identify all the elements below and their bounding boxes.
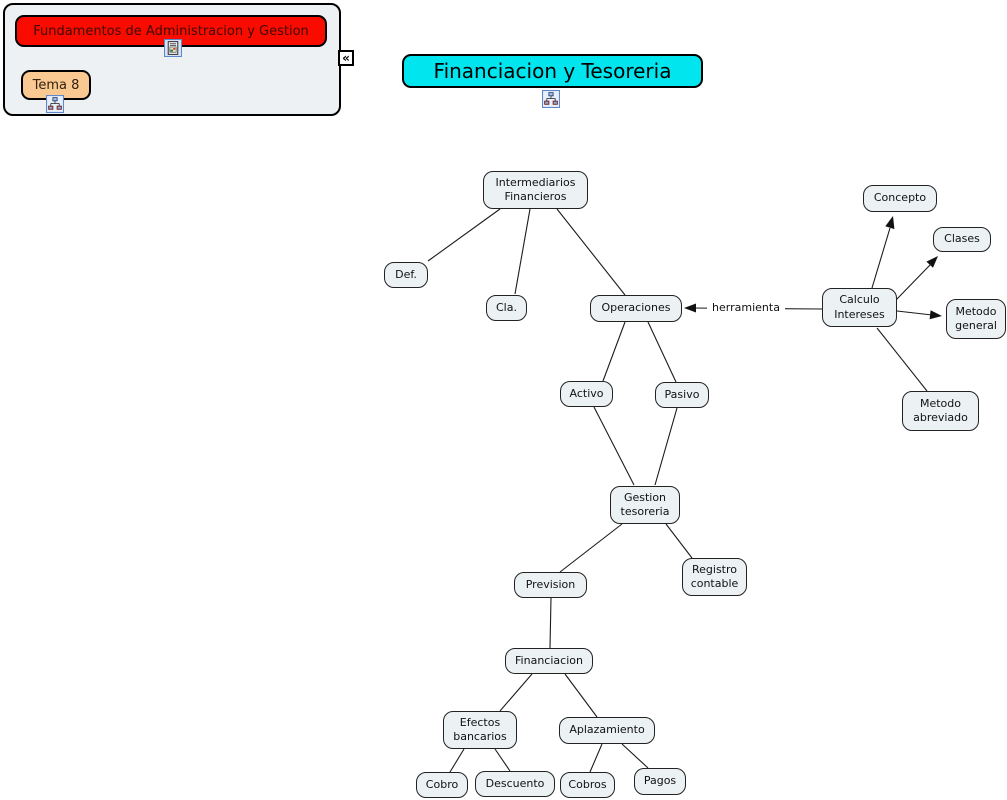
node-gestion-tesoreria[interactable]: Gestion tesoreria [610, 486, 680, 524]
node-concepto[interactable]: Concepto [863, 185, 937, 212]
panel-collapse-button[interactable]: « [338, 50, 354, 66]
node-prevision[interactable]: Prevision [514, 572, 587, 598]
node-metodo-abreviado[interactable]: Metodo abreviado [902, 391, 979, 431]
node-intermediarios-financieros[interactable]: Intermediarios Financieros [483, 171, 588, 209]
link-label-herramienta[interactable]: herramienta [707, 301, 785, 314]
node-descuento[interactable]: Descuento [475, 771, 555, 797]
arrowheads [684, 216, 942, 320]
node-calculo-intereses[interactable]: Calculo Intereses [822, 288, 897, 327]
map-title-node[interactable]: Financiacion y Tesoreria [402, 54, 703, 88]
node-metodo-general[interactable]: Metodo general [946, 299, 1006, 339]
concept-map-icon[interactable] [542, 90, 560, 108]
concept-map-icon[interactable] [46, 95, 64, 113]
node-clases[interactable]: Clases [933, 227, 991, 252]
node-operaciones[interactable]: Operaciones [590, 295, 682, 322]
node-financiacion[interactable]: Financiacion [505, 648, 593, 674]
node-cobros[interactable]: Cobros [560, 772, 615, 798]
node-efectos-bancarios[interactable]: Efectos bancarios [443, 711, 517, 749]
node-pasivo[interactable]: Pasivo [655, 382, 709, 408]
node-def[interactable]: Def. [384, 262, 428, 288]
resource-document-icon[interactable] [164, 39, 182, 57]
node-cla[interactable]: Cla. [486, 295, 527, 321]
node-cobro[interactable]: Cobro [416, 772, 468, 798]
node-activo[interactable]: Activo [560, 381, 613, 407]
node-aplazamiento[interactable]: Aplazamiento [559, 717, 655, 744]
node-registro-contable[interactable]: Registro contable [682, 558, 747, 596]
node-pagos[interactable]: Pagos [634, 768, 686, 795]
